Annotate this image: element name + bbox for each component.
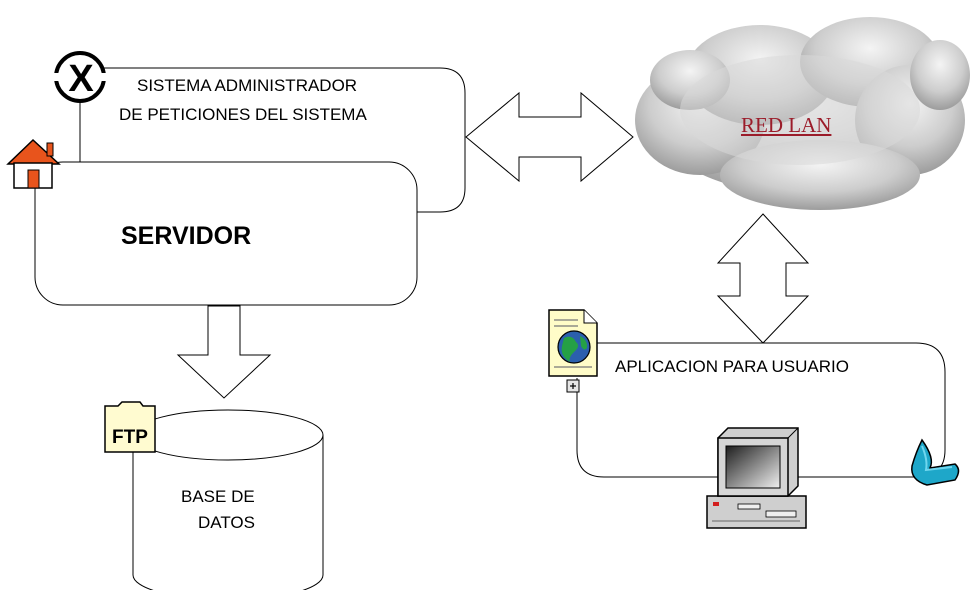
base-datos-line1: BASE DE [181,487,255,506]
ftp-folder-icon: FTP [104,401,156,453]
mouse-icon [911,438,960,486]
sistema-line1: SISTEMA ADMINISTRADOR [137,76,358,95]
red-lan-label: RED LAN [741,113,832,137]
aplicacion-label: APLICACION PARA USUARIO [615,357,849,376]
ftp-icon-text: FTP [112,427,148,448]
base-datos-line2: DATOS [198,513,255,532]
sistema-line2: DE PETICIONES DEL SISTEMA [119,105,367,124]
database-cylinder [132,409,324,590]
cloud-app-double-arrow [716,213,810,344]
down-arrow [176,305,272,399]
servidor-box [34,161,418,306]
home-icon [6,138,61,189]
computer-icon [706,427,807,529]
cloud-shape [635,17,970,210]
web-document-icon [548,309,598,393]
lan-double-arrow [465,91,634,183]
x-logo-icon: X [50,51,110,103]
servidor-label: SERVIDOR [121,222,252,250]
x-logo-text: X [68,58,94,100]
